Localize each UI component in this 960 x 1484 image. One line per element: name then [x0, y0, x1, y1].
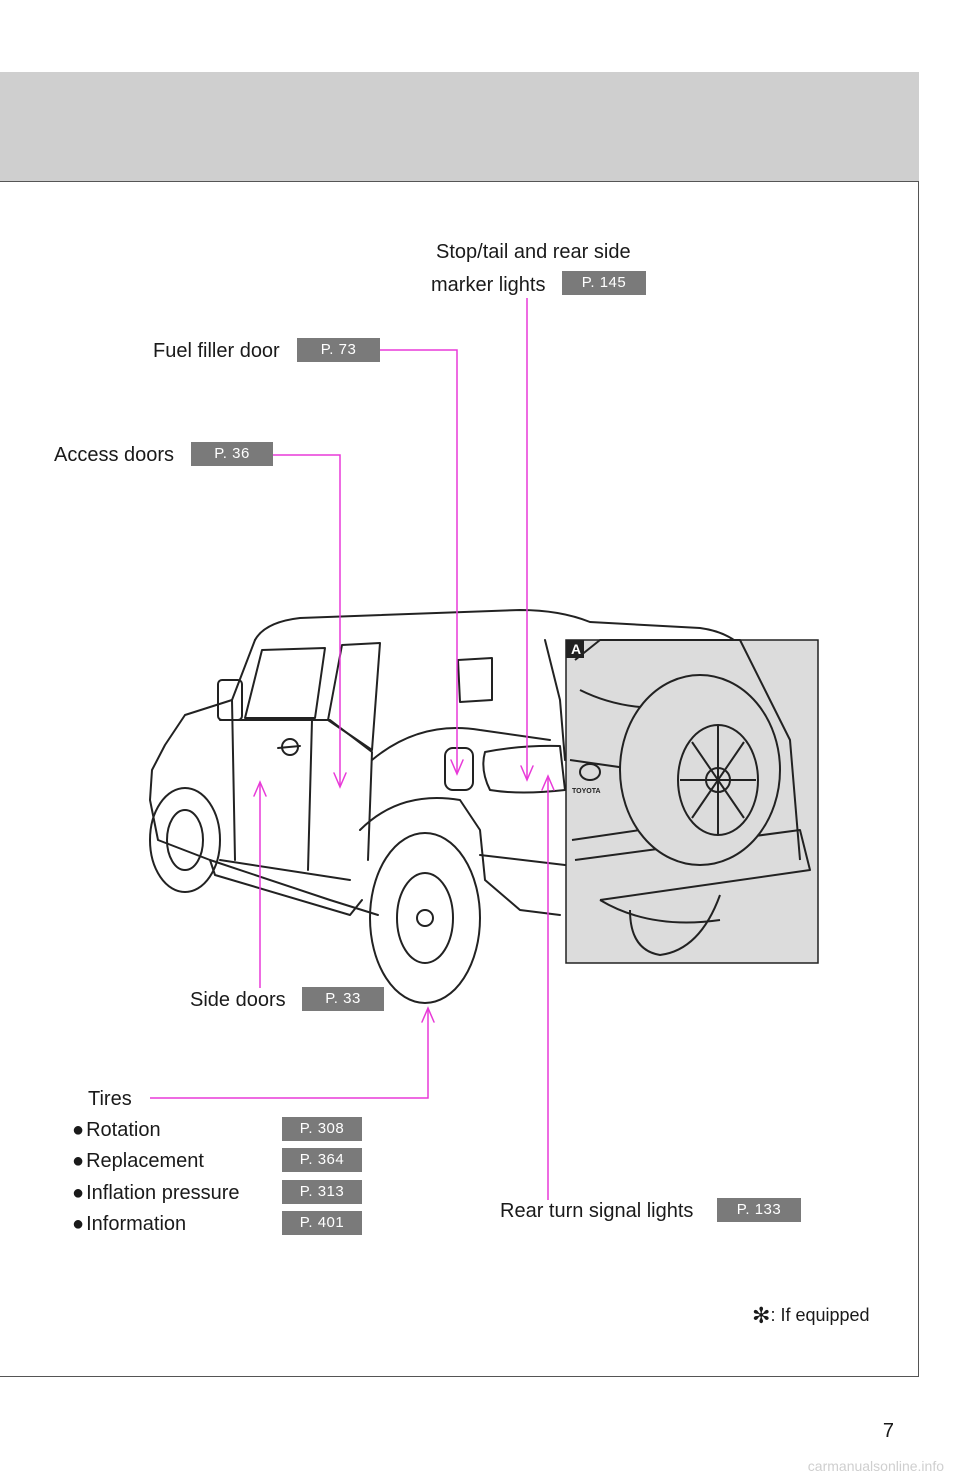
access-doors-page-badge[interactable]: P. 36	[191, 442, 273, 466]
note-text: : If equipped	[770, 1305, 870, 1325]
stop-tail-page-badge[interactable]: P. 145	[562, 271, 646, 295]
if-equipped-note: ✻: If equipped	[752, 1303, 870, 1329]
fuel-filler-page-badge[interactable]: P. 73	[297, 338, 380, 362]
tires-inflation-page-badge[interactable]: P. 313	[282, 1180, 362, 1204]
tires-item-rotation: ●Rotation	[72, 1118, 161, 1142]
tires-item-information: ●Information	[72, 1212, 186, 1236]
bullet-icon: ●	[72, 1119, 85, 1141]
tires-item-label: Information	[86, 1213, 187, 1235]
rear-turn-label: Rear turn signal lights	[500, 1200, 694, 1222]
stop-tail-label-line1: Stop/tail and rear side	[436, 241, 631, 263]
rear-turn-page-badge[interactable]: P. 133	[717, 1198, 801, 1222]
tires-information-page-badge[interactable]: P. 401	[282, 1211, 362, 1235]
tires-replacement-page-badge[interactable]: P. 364	[282, 1148, 362, 1172]
side-doors-page-badge[interactable]: P. 33	[302, 987, 384, 1011]
watermark: carmanualsonline.info	[807, 1458, 944, 1474]
tires-item-label: Inflation pressure	[86, 1182, 240, 1204]
asterisk-icon: ✻	[752, 1303, 771, 1328]
tires-item-replacement: ●Replacement	[72, 1149, 204, 1173]
tires-rotation-page-badge[interactable]: P. 308	[282, 1117, 362, 1141]
bullet-icon: ●	[72, 1182, 85, 1204]
tires-title: Tires	[88, 1088, 132, 1110]
bullet-icon: ●	[72, 1150, 85, 1172]
inset-tag: A	[570, 641, 582, 657]
bullet-icon: ●	[72, 1213, 85, 1235]
side-doors-label: Side doors	[190, 989, 286, 1011]
header-band	[0, 72, 919, 182]
access-doors-label: Access doors	[54, 444, 175, 466]
page-number: 7	[882, 1420, 894, 1442]
tires-item-inflation-pressure: ●Inflation pressure	[72, 1181, 240, 1205]
tires-item-label: Rotation	[86, 1119, 161, 1141]
fuel-filler-label: Fuel filler door	[153, 340, 280, 362]
tires-item-label: Replacement	[86, 1150, 204, 1172]
stop-tail-label-line2: marker lights	[431, 274, 546, 296]
